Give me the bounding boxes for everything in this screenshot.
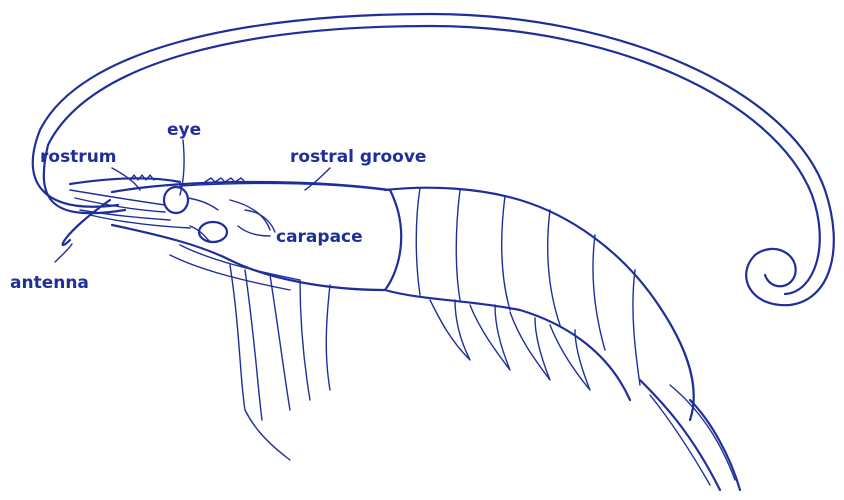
carapace-label: carapace <box>276 227 363 247</box>
eye-drawing <box>164 187 218 213</box>
eye-leader-line <box>180 140 184 195</box>
rostrum-label: rostrum <box>40 147 117 167</box>
antenna-drawing <box>33 14 834 305</box>
abdomen-drawing <box>385 188 740 490</box>
carapace-leader-line <box>238 226 270 236</box>
swimmerets-drawing <box>430 300 590 390</box>
antenna-label: antenna <box>10 273 89 293</box>
antenna-leader-line <box>55 244 72 262</box>
rostral-groove-leader-line <box>305 168 330 190</box>
rostral-groove-label: rostral groove <box>290 147 426 167</box>
eye-label: eye <box>167 120 201 140</box>
legs-drawing <box>170 245 330 460</box>
